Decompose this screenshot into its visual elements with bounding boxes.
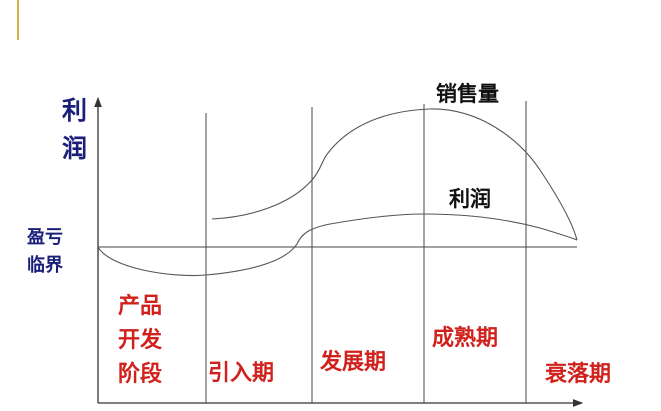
breakeven-label: 盈亏临界 <box>27 227 63 276</box>
stage-label-line: 产品 <box>118 294 163 319</box>
sales-curve <box>211 108 578 241</box>
stage-label-line: 开发 <box>118 328 163 353</box>
stage-label-maturity: 成熟期 <box>432 326 499 351</box>
stage-label-introduction: 引入期 <box>208 361 275 386</box>
stage-label-growth: 发展期 <box>320 350 387 375</box>
stage-label-decline: 衰落期 <box>545 362 612 387</box>
sales-curve-label: 销售量 <box>436 82 499 106</box>
stage-label-development: 产品 开发 阶段 <box>118 290 162 392</box>
y-axis-label: 利润 <box>62 96 88 163</box>
profit-curve <box>97 213 578 277</box>
profit-curve-label: 利润 <box>449 187 491 211</box>
stage-label-line: 阶段 <box>118 362 163 387</box>
